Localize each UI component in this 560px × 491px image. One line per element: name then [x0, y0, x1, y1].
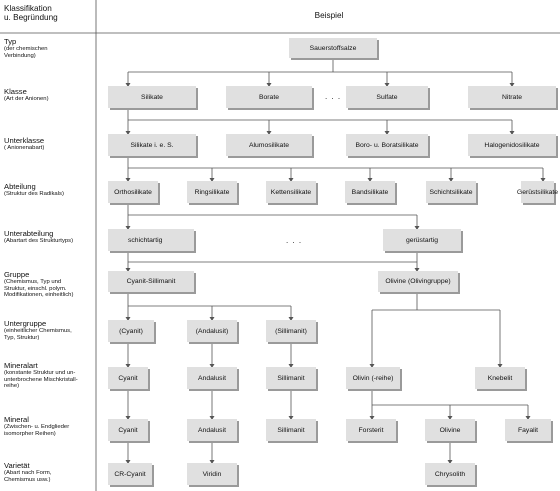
row-label-main: Mineral	[4, 415, 29, 424]
node-m-fayalit: Fayalit	[505, 419, 551, 441]
node-cyanit-sillimanit: Cyanit-Sillimanit	[108, 271, 194, 292]
node-ma-knebelit: Knebelit	[475, 367, 525, 389]
row-label-sub: ( Anionenabart)	[4, 145, 45, 152]
row-label-sub: (der chemischen Verbindung)	[4, 46, 48, 59]
node-v-chrysolith: Chrysolith	[425, 463, 475, 485]
node-sulfate: Sulfate	[346, 86, 428, 108]
node-schichtsilikate: Schichtsilikate	[426, 181, 476, 203]
node-sauerstoffsalze: Sauerstoffsalze	[289, 38, 377, 58]
row-label-mineral: Mineral (Zwischen- u. Endglieder isomorp…	[4, 415, 96, 437]
row-label-main: Unterklasse	[4, 136, 45, 145]
row-label-sub: (Art der Anionen)	[4, 96, 49, 103]
node-ma-cyanit: Cyanit	[108, 367, 148, 389]
row-label-sub: (Struktur des Radikals)	[4, 191, 64, 198]
row-label-main: Unterabteilung	[4, 229, 54, 238]
node-bandsilikate: Bandsilikate	[345, 181, 395, 203]
node-borate: Borate	[226, 86, 312, 108]
node-borosilikate: Boro- u. Boratsilikate	[346, 134, 428, 156]
ellipsis-unterabteilung: . . .	[286, 236, 303, 245]
node-olivine-gruppe: Olivine (Olivingruppe)	[378, 271, 458, 292]
node-schichtartig: schichtartig	[108, 229, 194, 251]
row-label-sub: (konstante Struktur und un- unterbrochen…	[4, 370, 78, 390]
header-example: Beispiel	[314, 11, 344, 20]
row-label-main: Gruppe	[4, 270, 30, 279]
header-classification: Klassifikation u. Begründung	[4, 4, 58, 23]
node-kettensilikate: Kettensilikate	[266, 181, 316, 203]
row-label-main: Mineralart	[4, 361, 38, 370]
node-m-andalusit: Andalusit	[187, 419, 237, 441]
ellipsis-klasse: . . .	[325, 92, 342, 101]
row-label-unterklasse: Unterklasse ( Anionenabart)	[4, 136, 96, 152]
row-label-typ: Typ (der chemischen Verbindung)	[4, 37, 96, 59]
row-label-untergruppe: Untergruppe (einheitlicher Chemismus, Ty…	[4, 319, 96, 341]
node-silikate-ies: Silikate i. e. S.	[108, 134, 196, 156]
row-label-sub: (Abart nach Form, Chemismus usw.)	[4, 470, 52, 483]
row-label-unterabteilung: Unterabteilung (Abartart des Strukturtyp…	[4, 229, 96, 245]
row-label-main: Typ	[4, 37, 17, 46]
node-v-crcyanit: CR-Cyanit	[108, 463, 152, 485]
node-halogenidosilikate: Halogenidosilikate	[468, 134, 556, 156]
node-ug-andalusit: (Andalusit)	[187, 320, 237, 342]
node-ringsilikate: Ringsilikate	[187, 181, 237, 203]
row-label-main: Varietät	[4, 461, 30, 470]
node-ug-cyanit: (Cyanit)	[108, 320, 154, 342]
row-label-sub: (Chemismus, Typ und Struktur, einschl. p…	[4, 279, 74, 299]
row-label-sub: (Abartart des Strukturtyps)	[4, 238, 74, 245]
row-label-main: Untergruppe	[4, 319, 47, 328]
node-m-cyanit: Cyanit	[108, 419, 148, 441]
node-ma-sillimanit: Sillimanit	[266, 367, 316, 389]
row-label-main: Abteilung	[4, 182, 36, 191]
row-label-varietaet: Varietät (Abart nach Form, Chemismus usw…	[4, 461, 96, 483]
row-label-gruppe: Gruppe (Chemismus, Typ und Struktur, ein…	[4, 270, 96, 299]
node-silikate: Silikate	[108, 86, 196, 108]
node-v-viridin: Viridin	[187, 463, 237, 485]
node-m-forsterit: Forsterit	[346, 419, 396, 441]
row-label-klasse: Klasse (Art der Anionen)	[4, 87, 96, 103]
row-label-mineralart: Mineralart (konstante Struktur und un- u…	[4, 361, 96, 390]
row-label-abteilung: Abteilung (Struktur des Radikals)	[4, 182, 96, 198]
node-ma-andalusit: Andalusit	[187, 367, 237, 389]
node-m-olivine: Olivine	[425, 419, 475, 441]
node-orthosilikate: Orthosilikate	[108, 181, 158, 203]
node-alumosilikate: Alumosilikate	[226, 134, 312, 156]
node-nitrate: Nitrate	[468, 86, 556, 108]
node-geruestartig: gerüstartig	[383, 229, 461, 251]
row-label-sub: (einheitlicher Chemismus, Typ, Struktur)	[4, 328, 72, 341]
node-m-sillimanit: Sillimanit	[266, 419, 316, 441]
node-ug-sillimanit: (Sillimanit)	[266, 320, 316, 342]
row-label-main: Klasse	[4, 87, 27, 96]
node-ma-olivin: Olivin (-reihe)	[346, 367, 400, 389]
node-geruestsilikate: Gerüstsilikate	[517, 181, 558, 203]
row-label-sub: (Zwischen- u. Endglieder isomorpher Reih…	[4, 424, 70, 437]
